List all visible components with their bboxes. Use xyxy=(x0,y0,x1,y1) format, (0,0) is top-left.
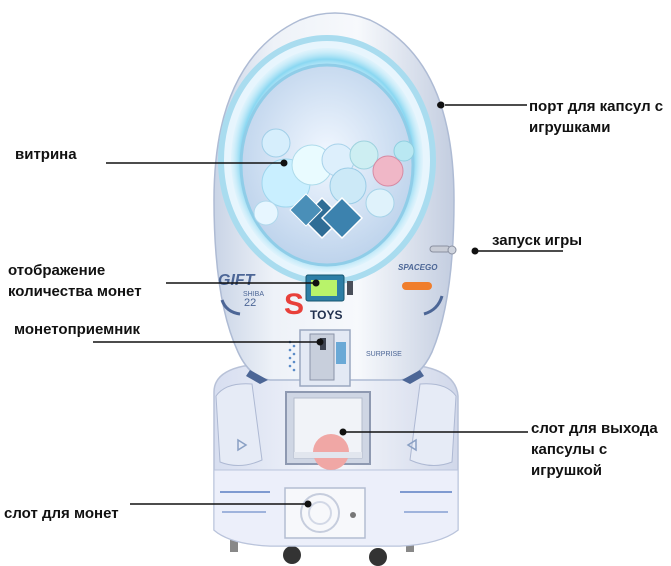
surprise-text: SURPRISE xyxy=(366,351,402,358)
brand-left-sub: SHIBA xyxy=(243,291,264,298)
label-capsule-exit-slot: слот для выхода капсулы с игрушкой xyxy=(531,420,658,479)
branding: GIFT SHIBA 22 S TOYS SPACEGO SURPRISE xyxy=(218,263,444,384)
label-capsule-port: порт для капсул с игрушками xyxy=(529,98,664,136)
coin-door xyxy=(284,487,366,539)
capsules xyxy=(253,128,415,226)
label-start-game: запуск игры xyxy=(492,232,583,249)
label-coin-display: отображение количества монет xyxy=(8,262,142,300)
brand-left-num: 22 xyxy=(244,297,256,309)
showcase-window xyxy=(218,35,436,285)
brand-center-sub: TOYS xyxy=(310,308,342,322)
inner-diamond-panel xyxy=(289,193,364,240)
capsule-exit-slot xyxy=(285,391,371,470)
brand-left: GIFT xyxy=(218,272,256,289)
label-coin-acceptor: монетоприемник xyxy=(14,321,141,338)
leader-lines xyxy=(93,104,563,505)
label-coin-slot: слот для монет xyxy=(4,505,119,522)
brand-right: SPACEGO xyxy=(398,263,438,272)
brand-center: S xyxy=(284,288,304,321)
label-showcase: витрина xyxy=(15,146,77,163)
leader-dots xyxy=(280,101,479,508)
